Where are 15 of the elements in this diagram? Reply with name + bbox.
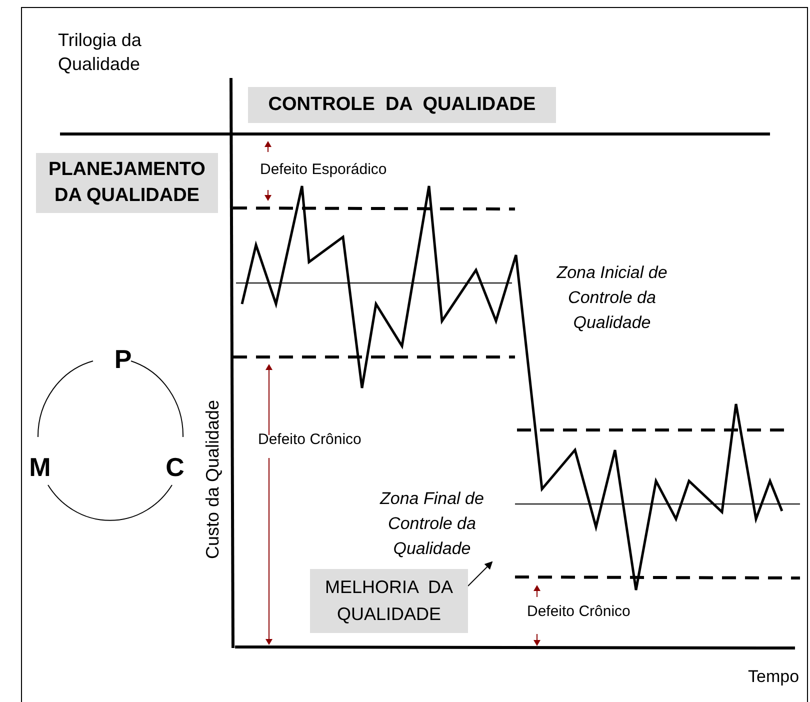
dimension-label: Defeito Crônico (527, 602, 630, 622)
cycle-letter: C (166, 451, 184, 484)
arrow (468, 561, 493, 586)
label-box: CONTROLE DA QUALIDADE (248, 87, 556, 123)
label-box: MELHORIA DA QUALIDADE (310, 569, 468, 633)
cycle-letter: P (114, 343, 132, 376)
dimension-label: Defeito Esporádico (260, 160, 387, 180)
cycle-letter: M (29, 451, 51, 484)
zone-label: Zona Final de Controle da Qualidade (362, 486, 502, 562)
zone-label: Zona Inicial de Controle da Qualidade (556, 262, 668, 334)
diagram-title: Trilogia da Qualidade (58, 29, 142, 76)
dimension-label: Defeito Crônico (258, 430, 362, 450)
label-box: PLANEJAMENTO DA QUALIDADE (36, 153, 218, 213)
axis-title: Tempo (748, 666, 800, 688)
axis-title: Custo da Qualidade (202, 400, 224, 560)
